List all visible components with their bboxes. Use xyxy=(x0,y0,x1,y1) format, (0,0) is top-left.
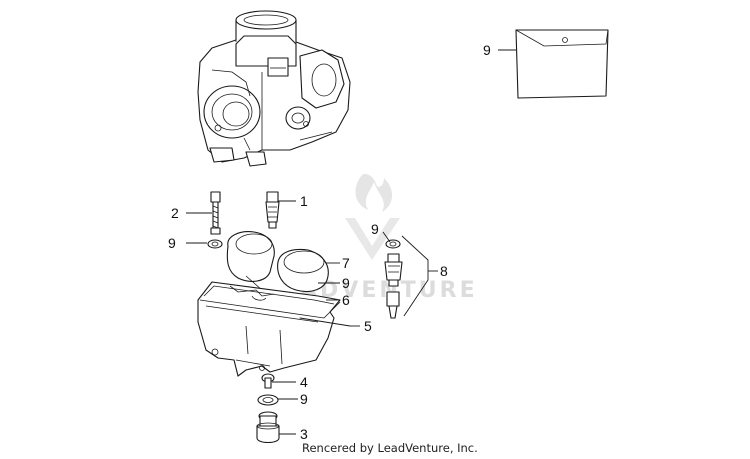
part-5-float-pin xyxy=(299,317,351,327)
part-4-screw xyxy=(261,373,275,389)
callout-1: 1 xyxy=(300,193,308,209)
callout-5: 5 xyxy=(364,318,372,334)
callout-9-left: 9 xyxy=(168,235,176,251)
callout-3: 3 xyxy=(300,426,308,442)
callout-2: 2 xyxy=(171,205,179,221)
part-6-float-bowl xyxy=(197,281,341,377)
callout-9-lower: 9 xyxy=(300,391,308,407)
callout-4: 4 xyxy=(300,374,308,390)
part-3-drain-plug xyxy=(256,411,280,444)
callout-9-float: 9 xyxy=(342,275,350,291)
part-7-floats xyxy=(226,231,329,293)
leader-9-right xyxy=(382,231,391,243)
part-1-jet xyxy=(265,191,280,229)
part-9-washer-left xyxy=(207,239,223,249)
bracket-8 xyxy=(401,235,429,317)
part-9-washer-lower xyxy=(257,394,279,406)
callout-9-right: 9 xyxy=(371,221,379,237)
render-credit: Rencered by LeadVenture, Inc. xyxy=(302,441,478,455)
watermark-logo xyxy=(345,174,400,260)
part-2-screw xyxy=(210,191,221,235)
parts-bag xyxy=(515,29,609,99)
callout-8: 8 xyxy=(440,263,448,279)
callout-6: 6 xyxy=(342,292,350,308)
callout-9-bag: 9 xyxy=(483,42,491,58)
part-8-needle-valve-assembly xyxy=(384,239,403,319)
carburetor-body xyxy=(197,10,351,167)
callout-7: 7 xyxy=(342,255,350,271)
